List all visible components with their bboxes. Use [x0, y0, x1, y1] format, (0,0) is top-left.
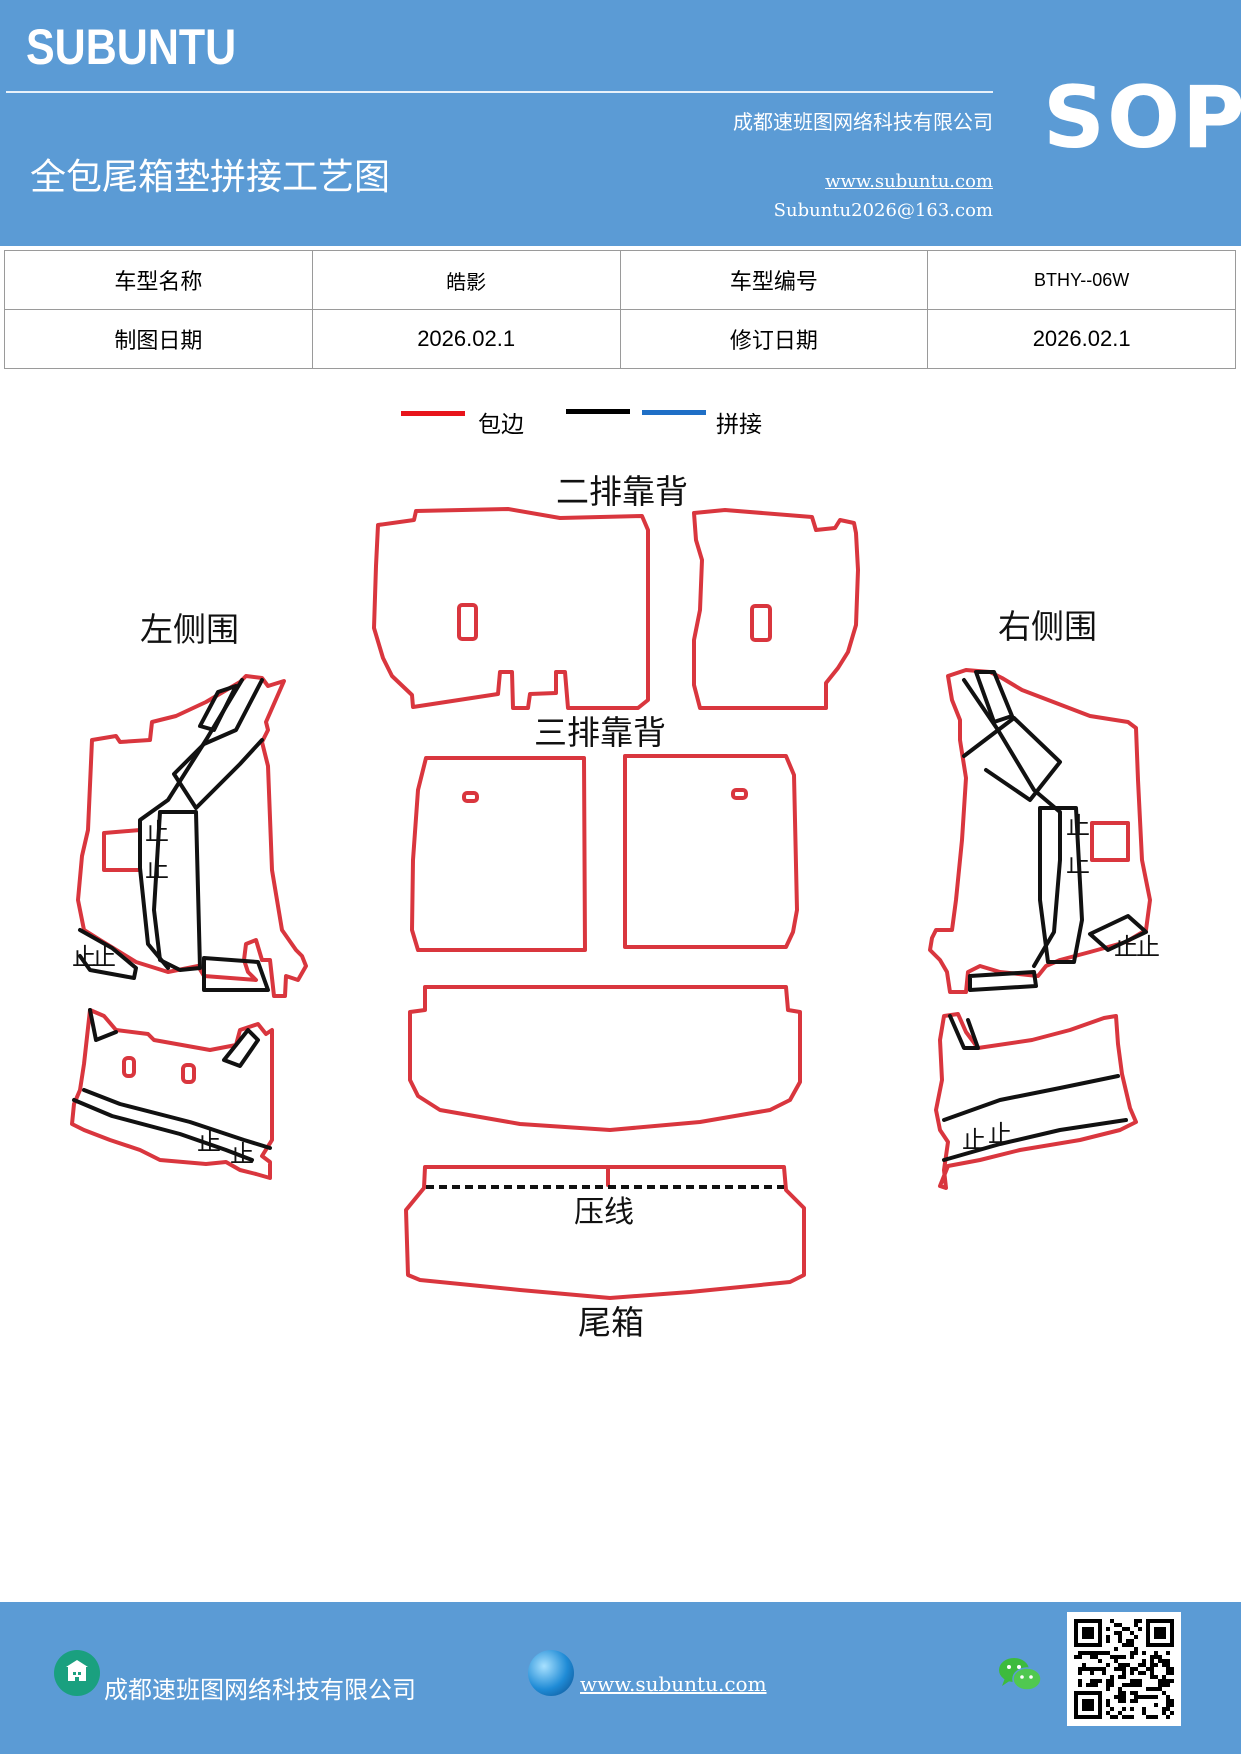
- seam-right-upper-5: [1038, 806, 1084, 964]
- email-address: Subuntu2026@163.com: [773, 200, 993, 221]
- stop-mark: 止: [72, 943, 96, 971]
- seam-right-upper-3: [968, 970, 1038, 992]
- label-left-side: 左侧围: [140, 610, 239, 649]
- slot-third-row-left: [462, 791, 479, 803]
- header-banner: SUBUNTU 成都速班图网络科技有限公司 全包尾箱垫拼接工艺图 www.sub…: [0, 0, 1241, 246]
- slot-left-lower-1: [122, 1056, 136, 1078]
- legend-label-edge: 包边: [478, 412, 524, 438]
- panel-second-row-right: [692, 508, 860, 710]
- seam-right-upper-1: [962, 678, 1062, 968]
- seam-left-upper-3: [202, 956, 270, 992]
- seam-right-lower-1: [942, 1074, 1120, 1122]
- label-second-row-back: 二排靠背: [556, 472, 688, 511]
- qr-code-pattern: [1074, 1619, 1174, 1719]
- seam-right-lower-2: [942, 1118, 1128, 1162]
- stop-mark: 止: [92, 943, 116, 971]
- seam-left-upper-4: [78, 928, 138, 980]
- model-name-label: 车型名称: [4, 250, 313, 310]
- revise-date-value: 2026.02.1: [927, 309, 1236, 369]
- seam-lines: [72, 670, 1148, 1162]
- right-side-upper: [928, 668, 1152, 994]
- panel-third-row-left: [410, 756, 587, 952]
- stop-mark: 止: [145, 818, 169, 846]
- label-right-side: 右侧围: [998, 607, 1097, 646]
- panel-second-row-left: [372, 507, 650, 710]
- qr-code: [1067, 1612, 1181, 1726]
- seam-right-upper-2: [962, 716, 1062, 802]
- stop-mark: 止: [962, 1126, 986, 1154]
- seam-left-upper-5: [152, 810, 202, 972]
- slot-third-row-right: [731, 788, 748, 800]
- seam-right-upper-6: [974, 670, 1014, 724]
- legend-label-seam: 拼接: [716, 412, 762, 438]
- slot-second-row-right: [750, 604, 772, 642]
- slot-left-lower-2: [181, 1063, 196, 1084]
- left-side-lower: [70, 1008, 274, 1180]
- table-row: 车型名称 皓影 车型编号 BTHY--06W: [4, 250, 1236, 310]
- panel-third-row-right: [623, 754, 799, 949]
- splice-diagram: 二排靠背 三排靠背 左侧围 右侧围 压线 尾箱 止 止 止 止 止 止 止 止 …: [70, 472, 1160, 1342]
- stop-mark: 止: [230, 1140, 254, 1168]
- seam-left-lower-3: [88, 1008, 118, 1042]
- model-name-value: 皓影: [311, 250, 621, 310]
- label-third-row-back: 三排靠背: [534, 713, 666, 752]
- table-row: 制图日期 2026.02.1 修订日期 2026.02.1: [4, 309, 1236, 369]
- right-side-tab: [1090, 821, 1130, 862]
- stop-mark: 止: [1114, 933, 1138, 961]
- legend-swatch-black: [566, 409, 630, 414]
- legend-swatch-edge: [401, 411, 465, 416]
- legend-swatch-seam: [642, 410, 706, 415]
- seam-left-lower-2: [72, 1098, 254, 1162]
- footer-bar: 成都速班图网络科技有限公司 www.subuntu.com: [0, 1602, 1241, 1754]
- revise-date-label: 修订日期: [619, 309, 929, 369]
- seam-left-lower-4: [222, 1028, 260, 1068]
- diagram-labels: 二排靠背 三排靠背 左侧围 右侧围 压线 尾箱 止 止 止 止 止 止 止 止 …: [72, 472, 1160, 1342]
- stop-mark: 止: [197, 1128, 221, 1156]
- right-side-lower: [934, 1012, 1138, 1190]
- draw-date-label: 制图日期: [4, 309, 313, 369]
- left-side-tab: [102, 828, 142, 872]
- panel-trunk: [404, 1165, 806, 1300]
- wechat-icon[interactable]: [996, 1654, 1044, 1696]
- label-trunk: 尾箱: [578, 1303, 644, 1342]
- seam-left-upper-1: [138, 678, 244, 970]
- brand-logo: SUBUNTU: [26, 19, 237, 75]
- stop-mark: 止: [1066, 850, 1090, 878]
- stop-mark: 止: [988, 1120, 1012, 1148]
- stop-mark: 止: [145, 855, 169, 883]
- label-press-line: 压线: [574, 1195, 634, 1230]
- seam-left-upper-6: [198, 684, 238, 732]
- slot-second-row-left: [457, 603, 478, 641]
- seam-right-upper-4: [1088, 914, 1148, 952]
- model-code-value: BTHY--06W: [927, 250, 1236, 310]
- info-table: 车型名称 皓影 车型编号 BTHY--06W 制图日期 2026.02.1 修订…: [4, 250, 1236, 369]
- sop-badge: SOP: [1043, 68, 1241, 168]
- seam-right-lower-3: [948, 1014, 980, 1050]
- model-code-label: 车型编号: [619, 250, 929, 310]
- footer-website-link[interactable]: www.subuntu.com: [580, 1672, 767, 1696]
- panel-floor-middle: [408, 985, 802, 1132]
- draw-date-value: 2026.02.1: [311, 309, 621, 369]
- stop-mark: 止: [1136, 933, 1160, 961]
- footer-company: 成都速班图网络科技有限公司: [104, 1676, 416, 1704]
- website-link[interactable]: www.subuntu.com: [825, 171, 993, 192]
- home-icon: [54, 1650, 100, 1696]
- page-title: 全包尾箱垫拼接工艺图: [30, 157, 391, 198]
- globe-icon: [528, 1650, 574, 1696]
- header-divider: [6, 91, 993, 93]
- seam-left-lower-1: [82, 1088, 272, 1150]
- company-name: 成都速班图网络科技有限公司: [733, 110, 993, 134]
- seam-left-upper-2: [172, 678, 264, 810]
- stop-mark: 止: [1066, 812, 1090, 840]
